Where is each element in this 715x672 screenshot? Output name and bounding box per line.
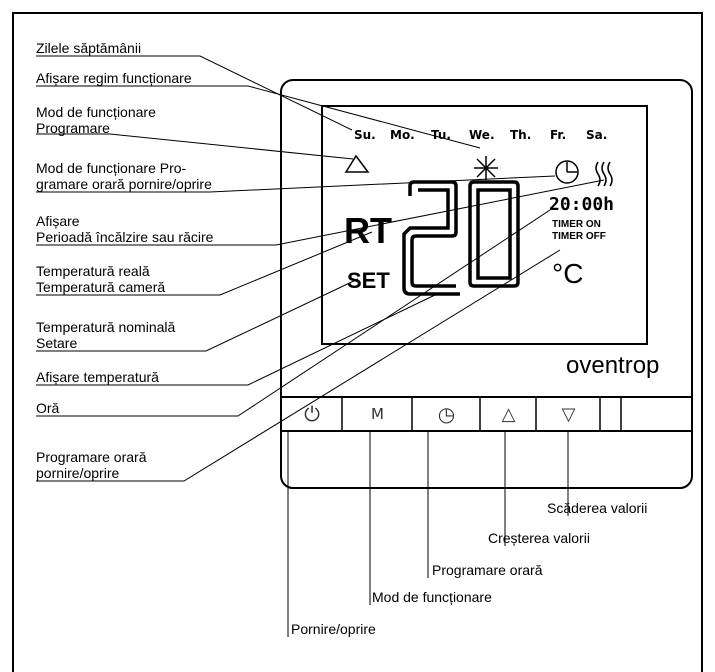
label-ora: Oră <box>36 400 60 416</box>
up-button[interactable]: △ <box>481 397 536 431</box>
thermostat-diagram <box>36 55 693 637</box>
day-label: Su. <box>354 128 376 142</box>
label-mod-ora-2: gramare orară pornire/oprire <box>36 176 212 192</box>
lcd-screen <box>321 105 648 345</box>
power-icon: ⏻ <box>304 402 320 426</box>
clock-icon <box>555 160 579 184</box>
day-label: Tu. <box>431 128 451 142</box>
clock-program-icon: ◷ <box>437 402 456 426</box>
label-zile: Zilele săptămânii <box>36 40 142 56</box>
label-mod-prog-2: Programare <box>36 120 110 136</box>
label-afisare-regim: Afișare regim funcționare <box>36 70 192 86</box>
label-mod-prog-1: Mod de funcționare <box>36 104 156 120</box>
timer-off-label: TIMER OFF <box>552 231 606 242</box>
day-label: We. <box>469 128 495 142</box>
mode-icon: M <box>371 405 384 423</box>
heat-waves-icon <box>595 161 613 187</box>
label-pornire: Pornire/oprire <box>291 621 376 637</box>
set-indicator: SET <box>347 268 390 293</box>
power-button[interactable]: ⏻ <box>282 397 342 431</box>
label-programare-orara: Programare orară <box>432 562 543 578</box>
day-label: Mo. <box>390 128 415 142</box>
label-prog-ora-2: pornire/oprire <box>36 465 120 481</box>
clock-readout: 20:00h <box>549 194 615 215</box>
day-label: Sa. <box>586 128 608 142</box>
label-cresterea: Creșterea valorii <box>488 530 590 546</box>
down-button[interactable]: ▽ <box>537 397 600 431</box>
device-body <box>280 79 693 489</box>
label-afisare-per-2: Perioadă încălzire sau răcire <box>36 229 214 245</box>
day-label: Fr. <box>550 128 567 142</box>
label-mod-ora-1: Mod de funcționare Pro- <box>36 160 187 176</box>
label-prog-ora-1: Programare orară <box>36 449 147 465</box>
label-temp-nom-1: Temperatură nominală <box>36 319 176 335</box>
rt-indicator: RT <box>344 210 392 251</box>
mode-button[interactable]: M <box>343 397 412 431</box>
leader-lines <box>36 55 605 637</box>
unit-label: °C <box>552 258 584 289</box>
label-temp-reala-2: Temperatură cameră <box>36 279 166 295</box>
triangle-up-icon: △ <box>501 403 516 425</box>
label-scaderea: Scăderea valorii <box>547 500 648 516</box>
diagram-frame <box>12 12 703 672</box>
clock-program-button[interactable]: ◷ <box>413 397 480 431</box>
temperature-digits <box>402 180 520 296</box>
sun-icon <box>474 156 498 180</box>
day-label: Th. <box>510 128 532 142</box>
label-afisare-temp: Afișare temperatură <box>36 369 159 385</box>
label-mod-functionare: Mod de funcționare <box>372 589 492 605</box>
label-temp-nom-2: Setare <box>36 335 78 351</box>
program-mode-icon <box>344 154 370 173</box>
brand-logo: oventrop <box>566 352 660 379</box>
triangle-down-icon: ▽ <box>561 403 576 425</box>
timer-on-label: TIMER ON <box>552 219 601 230</box>
button-strip <box>280 396 693 432</box>
label-afisare-per-1: Afișare <box>36 213 80 229</box>
label-temp-reala-1: Temperatură reală <box>36 263 150 279</box>
